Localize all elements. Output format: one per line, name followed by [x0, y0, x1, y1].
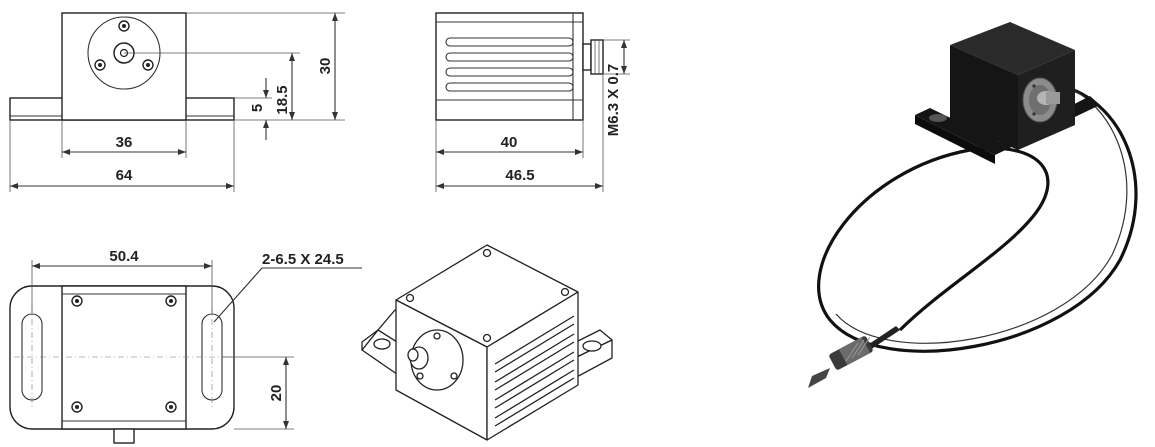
- bottom-block: [61, 285, 187, 430]
- fiber-connector: [808, 326, 900, 388]
- dim-side-block-depth: 40: [501, 134, 518, 151]
- front-view: 30 18.5 5 36 64: [9, 12, 345, 192]
- dim-front-block-width: 36: [116, 134, 133, 151]
- product-photo: [808, 22, 1138, 388]
- isometric-view: [361, 244, 613, 441]
- dim-bottom-slot-spacing: 50.4: [109, 248, 139, 265]
- side-block: [435, 12, 584, 121]
- dim-bottom-slot-size: 2-6.5 X 24.5: [262, 251, 344, 268]
- dim-side-thread: M6.3 X 0.7: [605, 64, 622, 137]
- dim-front-base-thickness: 5: [249, 104, 266, 112]
- dim-bottom-offset: 20: [268, 385, 285, 402]
- dim-side-total-depth: 46.5: [505, 167, 534, 184]
- fiber-cable: [817, 83, 1138, 353]
- side-view: M6.3 X 0.7 40 46.5: [435, 12, 630, 192]
- dim-front-hole-height: 18.5: [274, 85, 291, 114]
- bottom-view: 50.4 2-6.5 X 24.5 20: [9, 248, 362, 444]
- laser-housing: [915, 22, 1100, 164]
- dim-front-base-width: 64: [116, 167, 133, 184]
- dim-front-height-total: 30: [317, 58, 334, 75]
